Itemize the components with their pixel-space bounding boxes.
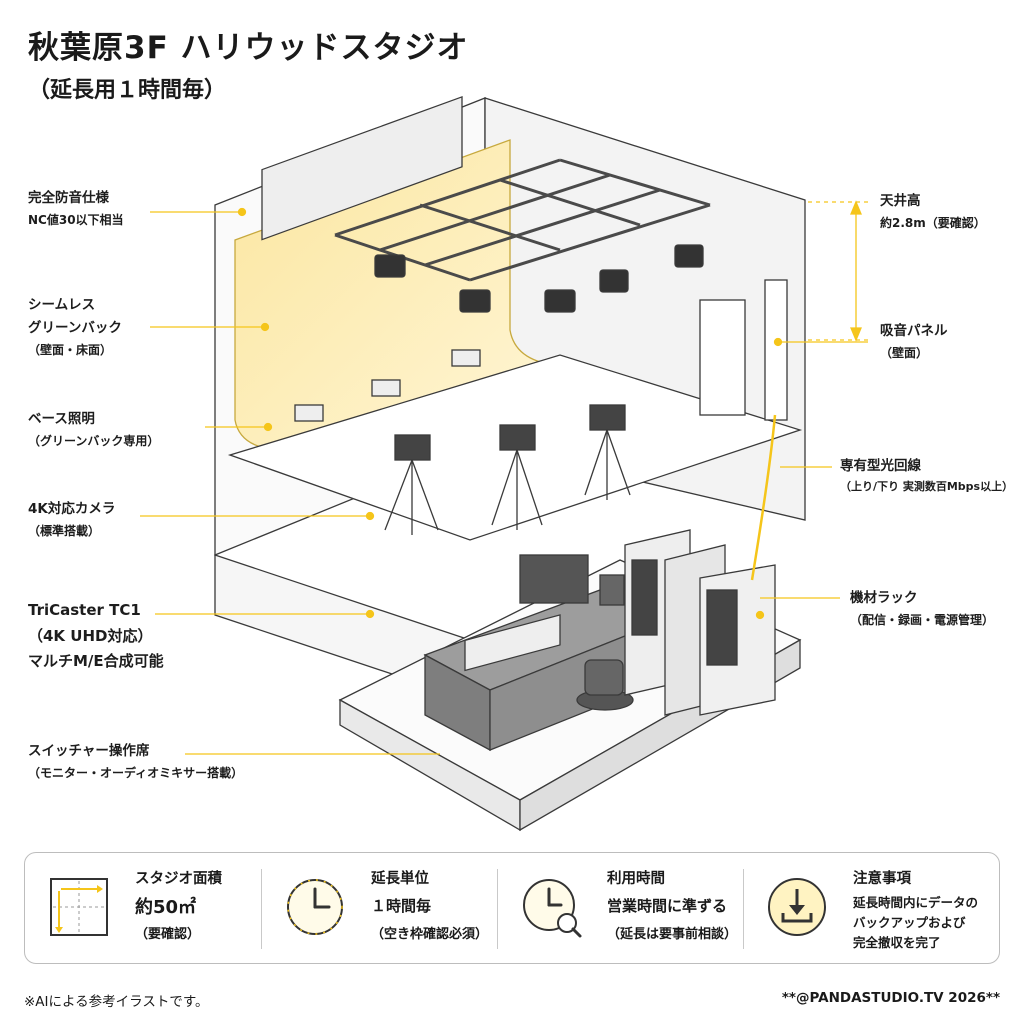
- back-wall: [484, 97, 806, 521]
- notes-text: 延長時間内にデータの バックアップおよび 完全撤収を完了: [853, 895, 979, 950]
- divider: [743, 869, 744, 949]
- callout-greenback: シームレス グリーンバック （壁面・床面）: [28, 297, 122, 357]
- hours-sub: （延長は要事前相談）: [607, 927, 738, 942]
- extension-sub: （空き枠確認必須）: [371, 927, 489, 942]
- clock-search-icon: [523, 879, 582, 938]
- divider: [261, 869, 262, 949]
- control-room-side: [339, 698, 521, 832]
- control-room-front: [519, 638, 801, 832]
- callout-acoustic-panel: 吸音パネル （壁面）: [880, 323, 948, 360]
- extension-value: １時間毎: [371, 897, 432, 915]
- vent: [261, 95, 463, 241]
- monitor: [519, 554, 589, 604]
- chair: [576, 689, 634, 711]
- info-card-area: スタジオ面積 約50㎡ （要確認）: [25, 853, 261, 963]
- acoustic-panel: [764, 279, 788, 421]
- callout-ceiling-height: 天井高 約2.8m（要確認）: [880, 193, 986, 230]
- hours-value: 営業時間に準ずる: [607, 897, 728, 915]
- floor-plan-icon: [50, 878, 108, 936]
- callout-switcher: スイッチャー操作席 （モニター・オーディオミキサー搭載）: [28, 743, 244, 780]
- ceiling-lights: [374, 244, 704, 313]
- download-tray-icon: [768, 878, 826, 936]
- area-value: 約50㎡: [135, 897, 197, 918]
- hours-title: 利用時間: [607, 871, 665, 887]
- callout-camera: 4K対応カメラ （標準搭載）: [28, 501, 116, 538]
- callout-tricaster: TriCaster TC1 （4K UHD対応） マルチM/E合成可能: [28, 601, 164, 670]
- equipment-racks: [624, 529, 776, 716]
- footnote: ※AIによる参考イラストです。: [24, 994, 209, 1010]
- greenback-panel: [234, 139, 556, 451]
- page-title: 秋葉原3F ハリウッドスタジオ: [28, 30, 469, 66]
- control-room-floor: [338, 559, 802, 801]
- credit: **@PANDASTUDIO.TV 2026**: [781, 990, 1000, 1006]
- area-sub: （要確認）: [135, 927, 201, 942]
- door: [699, 299, 746, 416]
- front-wall: [214, 554, 471, 701]
- studio-floor: [227, 354, 803, 541]
- switcher-desk: [423, 589, 667, 691]
- callout-base-light: ベース照明 （グリーンバック専用）: [28, 411, 160, 448]
- divider: [497, 869, 498, 949]
- camera-tripods: [384, 404, 631, 535]
- left-wall: [214, 97, 486, 556]
- extension-title: 延長単位: [371, 871, 429, 887]
- page-subtitle: （延長用１時間毎）: [28, 78, 227, 103]
- callout-equipment-rack: 機材ラック （配信・録画・電源管理）: [850, 590, 995, 627]
- lighting-grid: [334, 158, 711, 282]
- clock-icon: [287, 879, 343, 935]
- info-card-hours: 利用時間 営業時間に準ずる （延長は要事前相談）: [497, 853, 743, 963]
- callout-fiber-line: 専有型光回線 （上り/下り 実測数百Mbps以上）: [840, 458, 1014, 493]
- info-card-notes: 注意事項 延長時間内にデータの バックアップおよび 完全撤収を完了: [743, 853, 999, 963]
- base-lights: [294, 349, 481, 422]
- info-card-extension: 延長単位 １時間毎 （空き枠確認必須）: [261, 853, 497, 963]
- fiber-cable: [750, 414, 777, 581]
- area-title: スタジオ面積: [135, 871, 222, 887]
- info-bar: スタジオ面積 約50㎡ （要確認） 延長単位 １時間毎 （空き枠確認必須） 利用…: [24, 852, 1000, 964]
- switcher-panel: [464, 614, 561, 672]
- notes-title: 注意事項: [853, 871, 911, 887]
- callout-soundproof: 完全防音仕様 NC値30以下相当: [28, 190, 124, 227]
